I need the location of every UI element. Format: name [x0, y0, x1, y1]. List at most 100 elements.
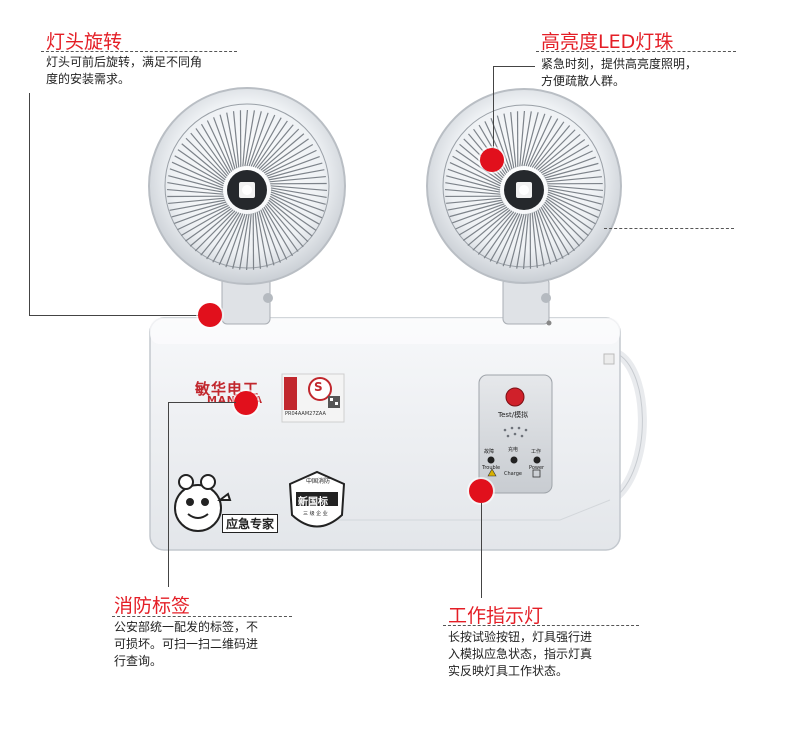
reflector-ray [516, 213, 527, 269]
reflector-ray [213, 117, 234, 171]
test-label: Test/模拟 [498, 411, 529, 419]
reflector-ray [446, 197, 502, 204]
reflector-ray [226, 112, 238, 169]
indicator-charge-cn: 充电 [508, 447, 519, 453]
leader-line [493, 66, 535, 67]
reflector-ray [545, 199, 589, 237]
reflector-ray [206, 120, 233, 172]
reflector-ray [181, 143, 226, 181]
reflector-ray [168, 175, 224, 191]
reflector-ray [544, 162, 599, 179]
leader-line [29, 93, 30, 315]
reflector-ray [522, 213, 529, 270]
reflector-ray [174, 203, 228, 224]
reflector-ray [533, 211, 545, 267]
reflector-ray [543, 203, 581, 247]
reflector-ray [537, 133, 581, 171]
reflector-ray [266, 156, 320, 177]
mascot-text: 应急专家 [222, 514, 279, 533]
reflector-ray [545, 169, 601, 181]
reflector-ray [546, 195, 596, 225]
reflector-ray [232, 111, 240, 168]
reflector-ray [483, 212, 517, 259]
reflector-ray [218, 213, 244, 266]
reflector-ray [242, 109, 249, 167]
callout-led-title: 高亮度LED灯珠 [541, 31, 674, 53]
callout-indicator-desc: 长按试验按钮，灯具强行进 入模拟应急状态，指示灯真 实反映灯具工作状态。 [448, 630, 593, 678]
reflector-ray [269, 197, 317, 231]
reflector-ray [496, 213, 521, 265]
reflector-ray [265, 149, 317, 176]
reflector-ray [177, 204, 229, 231]
fire-label-sticker [281, 373, 345, 423]
reflector-ray [462, 207, 509, 241]
reflector-ray [225, 213, 246, 268]
reflector-ray [261, 208, 288, 260]
reflector-ray [449, 201, 504, 218]
reflector-ray [250, 114, 276, 167]
reflector-ray [527, 115, 552, 167]
reflector-ray [533, 125, 571, 169]
reflector-ray [232, 213, 248, 269]
reflector-ray [263, 206, 294, 257]
reflector-ray [212, 212, 242, 263]
indicator-trouble-cn: 故障 [484, 449, 495, 455]
reflector-ray [519, 110, 526, 167]
reflector-ray [540, 144, 590, 174]
reflector-ray [510, 112, 517, 168]
reflector-ray [452, 155, 502, 185]
callout-indicator-title: 工作指示灯 [448, 605, 544, 627]
reflector-ray [467, 209, 511, 247]
reflector-ray [445, 182, 501, 193]
decorative-dash [604, 228, 734, 229]
left-lamp-head [148, 87, 346, 285]
reflector-ray [174, 155, 225, 185]
reflector-ray [547, 193, 599, 218]
reflector-ray [458, 206, 508, 236]
reflector-ray [263, 143, 314, 174]
callout-head-rotation-desc: 灯头可前后旋转，满足不同角 度的安装需求。 [46, 55, 203, 86]
reflector-ray [168, 197, 225, 205]
reflector-ray [547, 191, 601, 212]
reflector-ray [531, 121, 565, 168]
reflector-ray [252, 117, 282, 168]
reflector-ray [171, 201, 227, 218]
leader-line [168, 402, 169, 587]
reflector-ray [539, 139, 586, 173]
reflector-ray [266, 203, 304, 248]
reflector-ray [195, 128, 230, 175]
hotspot-indicator [469, 479, 493, 503]
callout-divider [443, 625, 639, 626]
certification-emblem [288, 470, 346, 528]
callout-divider [41, 51, 237, 52]
reflector-ray [180, 206, 231, 237]
reflector-ray [267, 162, 323, 179]
reflector-ray [537, 209, 558, 262]
reflector-ray [535, 210, 552, 265]
reflector-ray [452, 203, 505, 224]
reflector-ray [245, 213, 252, 271]
reflector-ray [546, 197, 593, 231]
reflector-ray [270, 191, 325, 212]
reflector-ray [200, 211, 238, 256]
reflector-ray [444, 188, 501, 195]
hotspot-fire-label [234, 391, 258, 415]
reflector-ray [167, 182, 224, 193]
reflector-ray [239, 213, 250, 270]
right-lamp-head [426, 88, 622, 284]
reflector-ray [169, 199, 226, 211]
reflector-ray [256, 124, 294, 169]
reflector-ray [270, 189, 326, 205]
callout-head-rotation-title: 灯头旋转 [46, 31, 123, 53]
reflector-ray [477, 211, 515, 255]
reflector-ray [525, 113, 546, 167]
leader-line [493, 66, 494, 148]
reflector-ray [185, 207, 232, 242]
reflector-ray [523, 112, 539, 167]
reflector-ray [254, 212, 262, 269]
reflector-ray [484, 121, 510, 172]
reflector-ray [166, 188, 224, 195]
reflector-ray [496, 115, 513, 170]
hotspot-head-rotation [198, 303, 222, 327]
